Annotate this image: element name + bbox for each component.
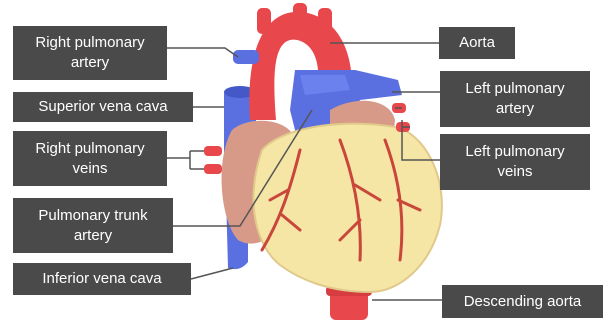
- aorta-branch-1: [257, 8, 271, 34]
- label-left-pulmonary-veins: Left pulmonary veins: [440, 134, 590, 190]
- label-pulmonary-trunk-artery: Pulmonary trunk artery: [13, 198, 173, 253]
- leader-right-pulmonary-veins: [167, 151, 204, 169]
- label-inferior-vena-cava: Inferior vena cava: [13, 263, 191, 295]
- label-left-pulmonary-artery: Left pulmonary artery: [440, 71, 590, 127]
- label-right-pulmonary-artery: Right pulmonary artery: [13, 26, 167, 80]
- aorta-branch-3: [318, 8, 332, 34]
- label-right-pulmonary-veins: Right pulmonary veins: [13, 131, 167, 186]
- leader-inferior-vena-cava: [191, 268, 233, 279]
- leader-right-pulmonary-artery: [167, 48, 238, 57]
- label-superior-vena-cava: Superior vena cava: [13, 92, 193, 122]
- right-pulmonary-vein-lower: [204, 164, 222, 174]
- label-aorta: Aorta: [439, 27, 515, 59]
- aorta-branch-2: [293, 3, 307, 25]
- right-pulmonary-vein-upper: [204, 146, 222, 156]
- label-descending-aorta: Descending aorta: [442, 285, 603, 318]
